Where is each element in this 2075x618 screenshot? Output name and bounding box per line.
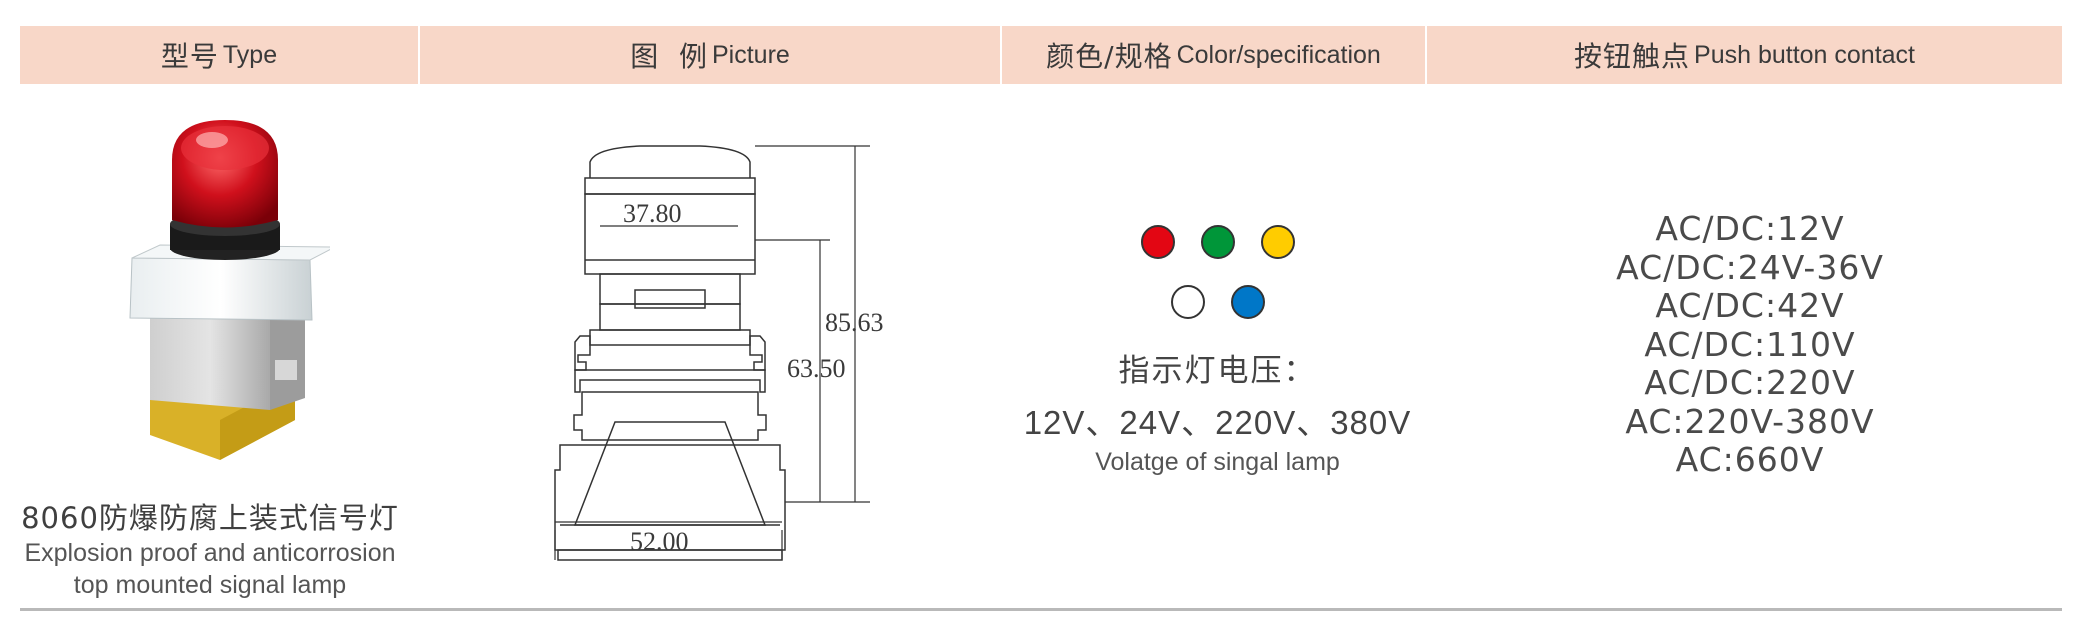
bottom-divider — [20, 608, 2062, 611]
contact-item: AC:220V-380V — [1625, 401, 1875, 441]
header-type: 型号 Type — [20, 26, 420, 84]
dim-base-width: 52.00 — [630, 527, 689, 556]
product-name-en-2: top mounted signal lamp — [73, 571, 347, 599]
contact-item: AC/DC:110V — [1644, 324, 1856, 364]
yellow-color-dot — [1260, 225, 1295, 259]
product-name-zh: 8060防爆防腐上装式信号灯 — [21, 501, 399, 535]
header-picture-en: Picture — [712, 40, 790, 69]
contact-item: AC/DC:220V — [1644, 363, 1856, 402]
header-contact-zh: 按钮触点 — [1574, 40, 1691, 73]
header-color-en: Color/specification — [1176, 40, 1381, 69]
header-type-zh: 型号 — [160, 40, 219, 73]
green-color-dot — [1200, 225, 1235, 259]
table-header: 型号 Type 图 例 Picture 颜色/规格 Color/specific… — [20, 26, 2062, 84]
voltage-label-zh: 指示灯电压： — [1118, 353, 1317, 389]
product-name-en-1: Explosion proof and anticorrosion — [24, 539, 396, 567]
color-dots-row-1 — [1000, 225, 1435, 269]
dimension-drawing: 37.80 85.63 63.50 52.00 — [554, 145, 884, 561]
contact-item: AC/DC:42V — [1655, 286, 1845, 325]
contact-list: AC/DC:12V AC/DC:24V-36V AC/DC:42V AC/DC:… — [1430, 209, 2070, 480]
contact-item: AC:660V — [1675, 440, 1825, 479]
dim-body-height: 63.50 — [787, 354, 846, 383]
white-color-dot — [1170, 285, 1205, 319]
voltage-label-en: Volatge of singal lamp — [1095, 448, 1340, 476]
header-picture: 图 例 Picture — [420, 26, 1002, 84]
red-color-dot — [1140, 225, 1175, 259]
color-spec: 指示灯电压： 12V、24V、220V、380V Volatge of sing… — [1000, 225, 1435, 477]
contact-item: AC/DC:12V — [1655, 209, 1845, 248]
header-type-en: Type — [222, 40, 278, 69]
product-name: 8060防爆防腐上装式信号灯 Explosion proof and antic… — [0, 495, 420, 601]
blue-color-dot — [1230, 285, 1265, 319]
contact-item: AC/DC:24V-36V — [1616, 247, 1884, 287]
header-contact-en: Push button contact — [1694, 40, 1915, 69]
header-contact: 按钮触点 Push button contact — [1427, 26, 2062, 84]
dim-total-height: 85.63 — [825, 308, 884, 337]
product-photo — [129, 120, 330, 460]
header-picture-zh: 图 例 — [630, 40, 708, 73]
header-color: 颜色/规格 Color/specification — [1002, 26, 1427, 84]
dim-top-width: 37.80 — [623, 199, 682, 228]
header-color-zh: 颜色/规格 — [1046, 40, 1173, 73]
voltage-values: 12V、24V、220V、380V — [1023, 404, 1412, 441]
color-dots-row-2 — [1000, 285, 1435, 329]
